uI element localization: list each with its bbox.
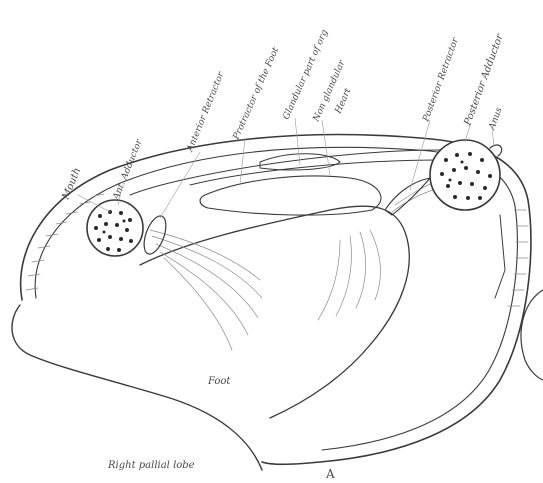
muscle-fibers bbox=[150, 180, 440, 350]
mantle-outline bbox=[12, 150, 440, 470]
anterior-retractor-muscle bbox=[140, 213, 171, 257]
label-mouth: Mouth bbox=[60, 166, 83, 202]
label-lower-mark: A bbox=[325, 467, 335, 481]
label-posterior-retractor: Posterior Retractor bbox=[421, 36, 461, 124]
figure-labels: Mouth Ant. Adductor Anterior Retractor P… bbox=[60, 28, 506, 481]
label-anus: Anus bbox=[487, 106, 505, 132]
anterior-adductor-muscle bbox=[87, 200, 143, 256]
label-protractor-foot: Protractor of the Foot bbox=[231, 46, 281, 142]
label-anterior-adductor: Ant. Adductor bbox=[111, 138, 145, 203]
label-foot: Foot bbox=[207, 376, 231, 387]
posterior-adductor-muscle bbox=[430, 140, 500, 210]
label-heart: Heart bbox=[333, 87, 353, 117]
second-valve-edge bbox=[521, 290, 543, 380]
label-right-pallial-lobe: Right pallial lobe bbox=[107, 460, 195, 471]
label-anterior-retractor: Anterior Retractor bbox=[185, 70, 227, 154]
